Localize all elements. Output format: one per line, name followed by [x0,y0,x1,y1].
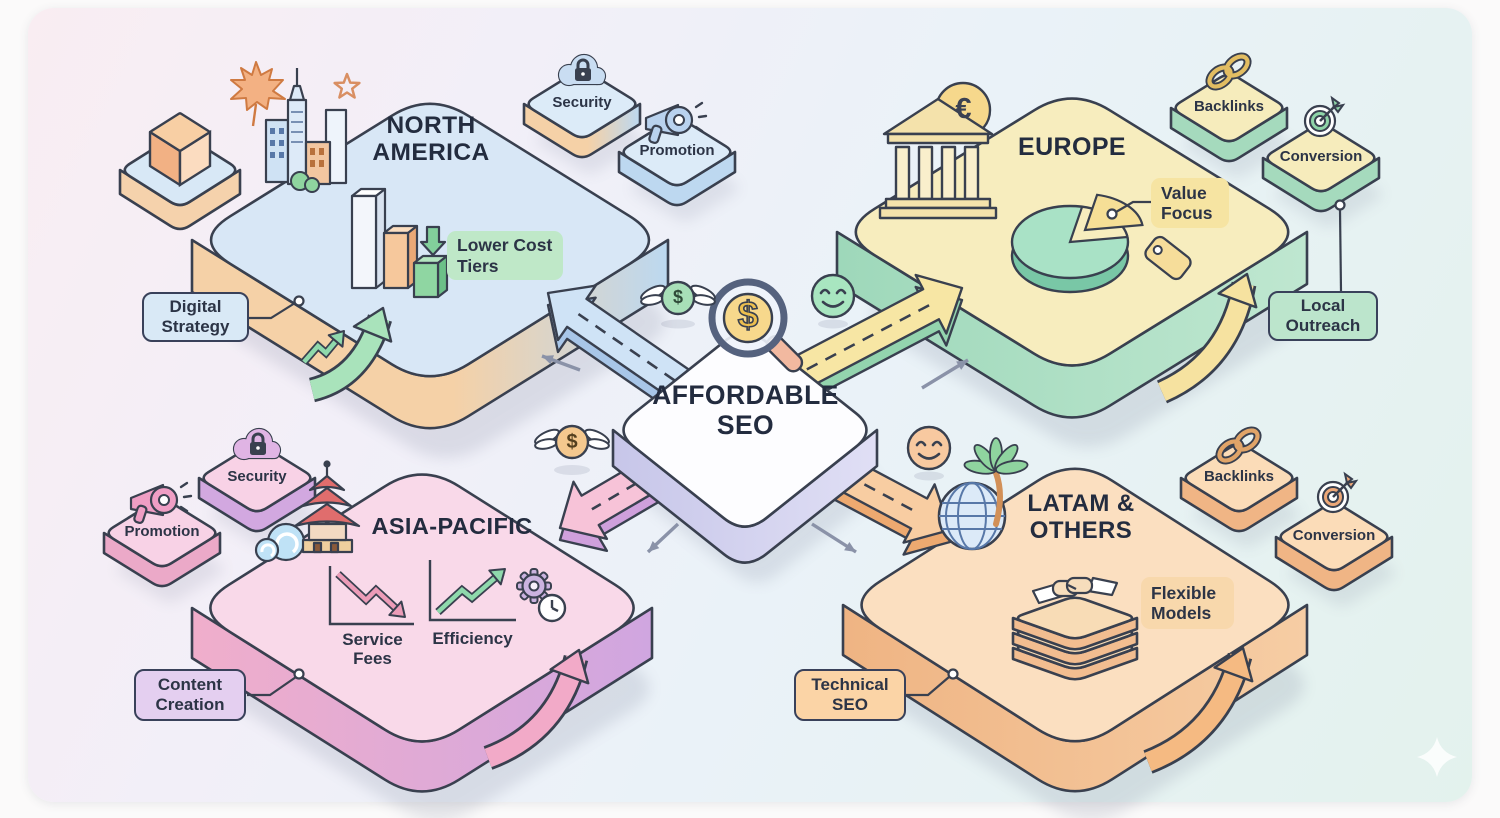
radiating-arrow-icon [646,522,680,554]
maple-leaf-icon [230,61,286,127]
radiating-arrow-icon [541,354,581,372]
bar-chart-down-icon [350,187,449,299]
badge-backlinks-latam: Backlinks [1203,468,1275,485]
badge-backlinks-europe: Backlinks [1193,98,1265,115]
efficiency-chart [428,560,516,622]
megaphone-icon [129,481,193,524]
growth-swoosh-north-america [308,306,393,403]
magnifier-dollar-icon [708,278,804,373]
badge-conversion-europe: Conversion [1279,148,1363,165]
chip-flexible-models-label: Flexible Models [1151,582,1217,623]
callout-digital-strategy: Digital Strategy [142,292,249,342]
chain-link-icon [1205,52,1252,91]
chip-value-focus-label: Value Focus [1161,182,1213,223]
bank-icon [878,97,998,220]
cloud-lock-icon [232,427,282,461]
badge-security-asia-pacific: Security [227,468,287,485]
callout-connector [1106,200,1152,220]
callout-technical-seo: Technical SEO [794,669,906,721]
winged-coin-icon [534,424,610,460]
euro-coin-symbol: € [955,93,972,125]
city-skyline-icon [264,68,348,193]
cube-icon [148,112,212,188]
callout-content-creation: Content Creation [134,669,246,721]
callout-local-outreach: Local Outreach [1268,291,1378,341]
winged-coin-dollar-top: $ [672,287,683,307]
callout-connector [907,668,959,697]
gear-clock-icon [516,568,567,623]
axis-label-efficiency: Efficiency [432,629,513,648]
handshake-icon [1031,576,1119,605]
radiating-arrow-icon [921,358,969,390]
magnifier-dollar-symbol: $ [737,294,759,335]
radiating-arrow-icon [811,522,857,554]
chip-lower-cost-tiers-label: Lower Cost Tiers [457,235,553,276]
chip-lower-cost-tiers: Lower Cost Tiers [447,231,563,280]
megaphone-icon [644,101,708,144]
sparkle-watermark [1417,737,1457,777]
growth-swoosh-europe [1156,272,1258,404]
badge-security-north-america-tile [522,69,642,159]
cloud-lock-icon [557,53,607,87]
growth-swoosh-latam [1143,646,1254,774]
badge-security-north-america: Security [552,94,612,111]
callout-connector [1334,199,1346,292]
badge-backlinks-latam-tile [1179,443,1299,533]
pie-chart-icon [1010,193,1144,294]
callout-local-outreach-label: Local Outreach [1285,295,1361,335]
price-tag-icon [1144,235,1192,281]
smiley-icon [810,273,856,319]
callout-content-creation-label: Content Creation [155,674,225,714]
winged-coin-dollar-bottom: $ [566,431,578,453]
region-title-asia-pacific: ASIA-PACIFIC [371,513,533,539]
badge-conversion-latam: Conversion [1292,527,1376,544]
globe-palm-icon [937,437,1029,551]
chip-value-focus: Value Focus [1151,178,1229,228]
service-fees-chart [328,566,414,626]
stack-layer-1 [1011,596,1139,651]
zigzag-growth-icon [300,330,345,365]
callout-connector [249,295,305,320]
badge-promotion-asia-pacific: Promotion [124,523,200,540]
target-icon [1316,471,1359,514]
badge-promotion-north-america: Promotion [639,142,715,159]
axis-label-service-fees: Service Fees [342,630,403,669]
growth-swoosh-asia-pacific [483,648,590,770]
callout-technical-seo-label: Technical SEO [811,674,889,714]
chip-flexible-models: Flexible Models [1141,577,1234,629]
region-title-north-america: NORTH AMERICA [372,112,490,167]
winged-coin-icon [640,280,716,316]
chain-link-icon [1215,426,1262,465]
down-arrow-icon [419,225,447,257]
smiley-icon [906,425,952,471]
wave-icon [254,522,306,563]
badge-backlinks-europe-tile [1169,73,1289,163]
center-title-affordable-seo: AFFORDABLE SEO [652,380,839,440]
callout-digital-strategy-label: Digital Strategy [161,296,230,336]
callout-connector [247,668,305,697]
region-title-europe: EUROPE [1018,133,1126,161]
pagoda-icon [293,460,361,554]
star-icon [333,72,361,99]
target-icon [1303,95,1346,138]
arrow-to-europe [788,273,964,403]
region-title-latam: LATAM & OTHERS [1027,490,1135,544]
